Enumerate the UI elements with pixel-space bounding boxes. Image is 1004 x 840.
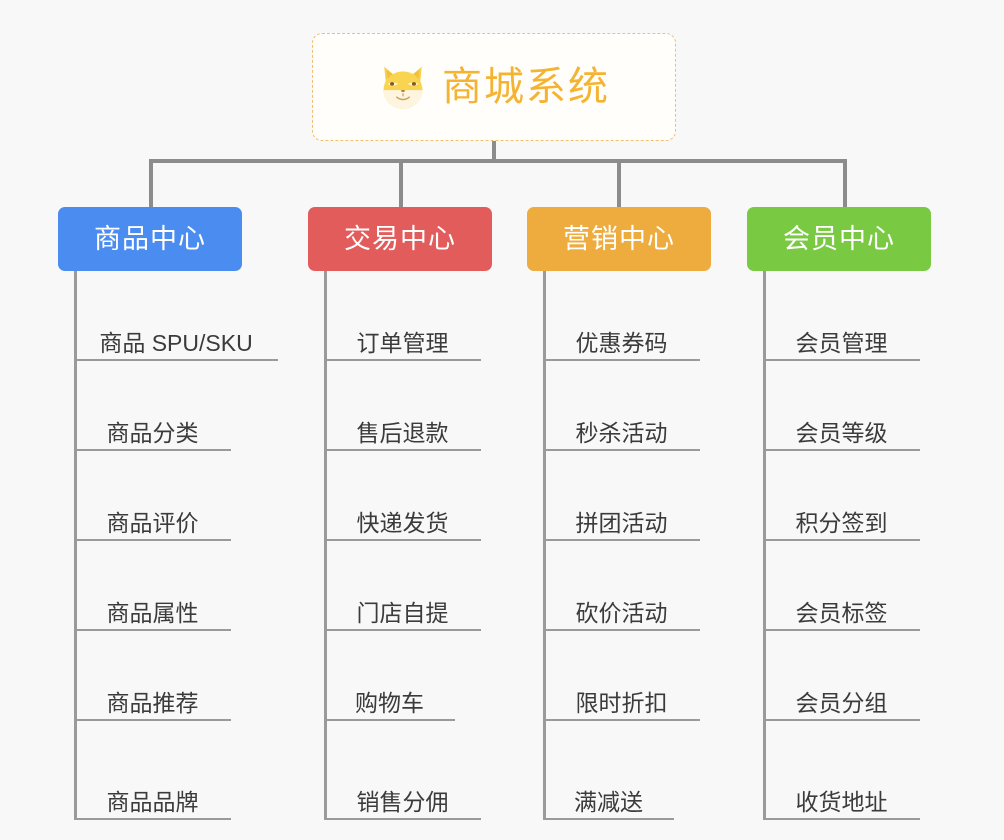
drop-connector-1 xyxy=(149,159,153,207)
column-spine xyxy=(763,271,766,820)
leaf-item[interactable]: 商品推荐 xyxy=(74,649,231,721)
leaf-label: 满减送 xyxy=(574,788,643,815)
leaf-item[interactable]: 限时折扣 xyxy=(543,649,700,721)
leaf-item[interactable]: 商品分类 xyxy=(74,379,231,451)
column-spine xyxy=(324,271,327,820)
leaf-item[interactable]: 购物车 xyxy=(324,649,455,721)
drop-connector-3 xyxy=(617,159,621,207)
leaf-label: 商品 SPU/SKU xyxy=(99,329,253,356)
root-title: 商城系统 xyxy=(442,65,610,109)
leaf-label: 销售分佣 xyxy=(356,788,449,815)
leaf-label: 秒杀活动 xyxy=(575,419,668,446)
leaf-item[interactable]: 销售分佣 xyxy=(324,739,481,820)
root-stem-connector xyxy=(492,141,496,163)
column-spine xyxy=(74,271,77,820)
shiba-dog-face-icon xyxy=(383,66,423,109)
leaf-label: 收货地址 xyxy=(795,788,888,815)
leaf-label: 限时折扣 xyxy=(575,689,668,716)
leaf-label: 门店自提 xyxy=(356,599,449,626)
leaf-item[interactable]: 砍价活动 xyxy=(543,559,700,631)
category-header-交易中心[interactable]: 交易中心 xyxy=(308,207,492,271)
drop-connector-4 xyxy=(843,159,847,207)
category-label: 商品中心 xyxy=(94,223,206,254)
column-spine xyxy=(543,271,546,820)
leaf-item[interactable]: 会员等级 xyxy=(763,379,920,451)
leaf-item[interactable]: 会员分组 xyxy=(763,649,920,721)
leaf-label: 订单管理 xyxy=(356,329,449,356)
leaf-label: 会员分组 xyxy=(795,689,888,716)
leaf-item[interactable]: 拼团活动 xyxy=(543,469,700,541)
leaf-label: 商品品牌 xyxy=(106,788,199,815)
leaf-item[interactable]: 商品品牌 xyxy=(74,739,231,820)
leaf-item[interactable]: 秒杀活动 xyxy=(543,379,700,451)
leaf-label: 快递发货 xyxy=(356,509,449,536)
leaf-item[interactable]: 售后退款 xyxy=(324,379,481,451)
leaf-label: 优惠券码 xyxy=(575,329,668,356)
category-header-会员中心[interactable]: 会员中心 xyxy=(747,207,931,271)
leaf-label: 会员标签 xyxy=(795,599,888,626)
leaf-label: 商品分类 xyxy=(106,419,199,446)
leaf-item[interactable]: 商品 SPU/SKU xyxy=(74,289,278,361)
category-header-商品中心[interactable]: 商品中心 xyxy=(58,207,242,271)
leaf-item[interactable]: 会员标签 xyxy=(763,559,920,631)
leaf-label: 积分签到 xyxy=(795,509,888,536)
leaf-item[interactable]: 积分签到 xyxy=(763,469,920,541)
leaf-item[interactable]: 快递发货 xyxy=(324,469,481,541)
horizontal-bus-connector xyxy=(149,159,847,163)
category-label: 营销中心 xyxy=(563,223,675,254)
leaf-label: 商品推荐 xyxy=(106,689,199,716)
leaf-item[interactable]: 商品属性 xyxy=(74,559,231,631)
leaf-item[interactable]: 优惠券码 xyxy=(543,289,700,361)
drop-connector-2 xyxy=(399,159,403,207)
leaf-label: 砍价活动 xyxy=(575,599,668,626)
category-label: 交易中心 xyxy=(344,223,456,254)
category-header-营销中心[interactable]: 营销中心 xyxy=(527,207,711,271)
leaf-label: 会员等级 xyxy=(795,419,888,446)
leaf-label: 商品评价 xyxy=(106,509,199,536)
leaf-item[interactable]: 门店自提 xyxy=(324,559,481,631)
leaf-item[interactable]: 满减送 xyxy=(543,739,674,820)
leaf-label: 拼团活动 xyxy=(575,509,668,536)
root-node[interactable]: 商城系统 xyxy=(312,33,676,141)
leaf-label: 购物车 xyxy=(355,689,424,716)
leaf-item[interactable]: 商品评价 xyxy=(74,469,231,541)
leaf-item[interactable]: 订单管理 xyxy=(324,289,481,361)
leaf-item[interactable]: 收货地址 xyxy=(763,739,920,820)
leaf-label: 会员管理 xyxy=(795,329,888,356)
leaf-label: 商品属性 xyxy=(106,599,199,626)
category-label: 会员中心 xyxy=(783,223,895,254)
leaf-item[interactable]: 会员管理 xyxy=(763,289,920,361)
leaf-label: 售后退款 xyxy=(356,419,449,446)
